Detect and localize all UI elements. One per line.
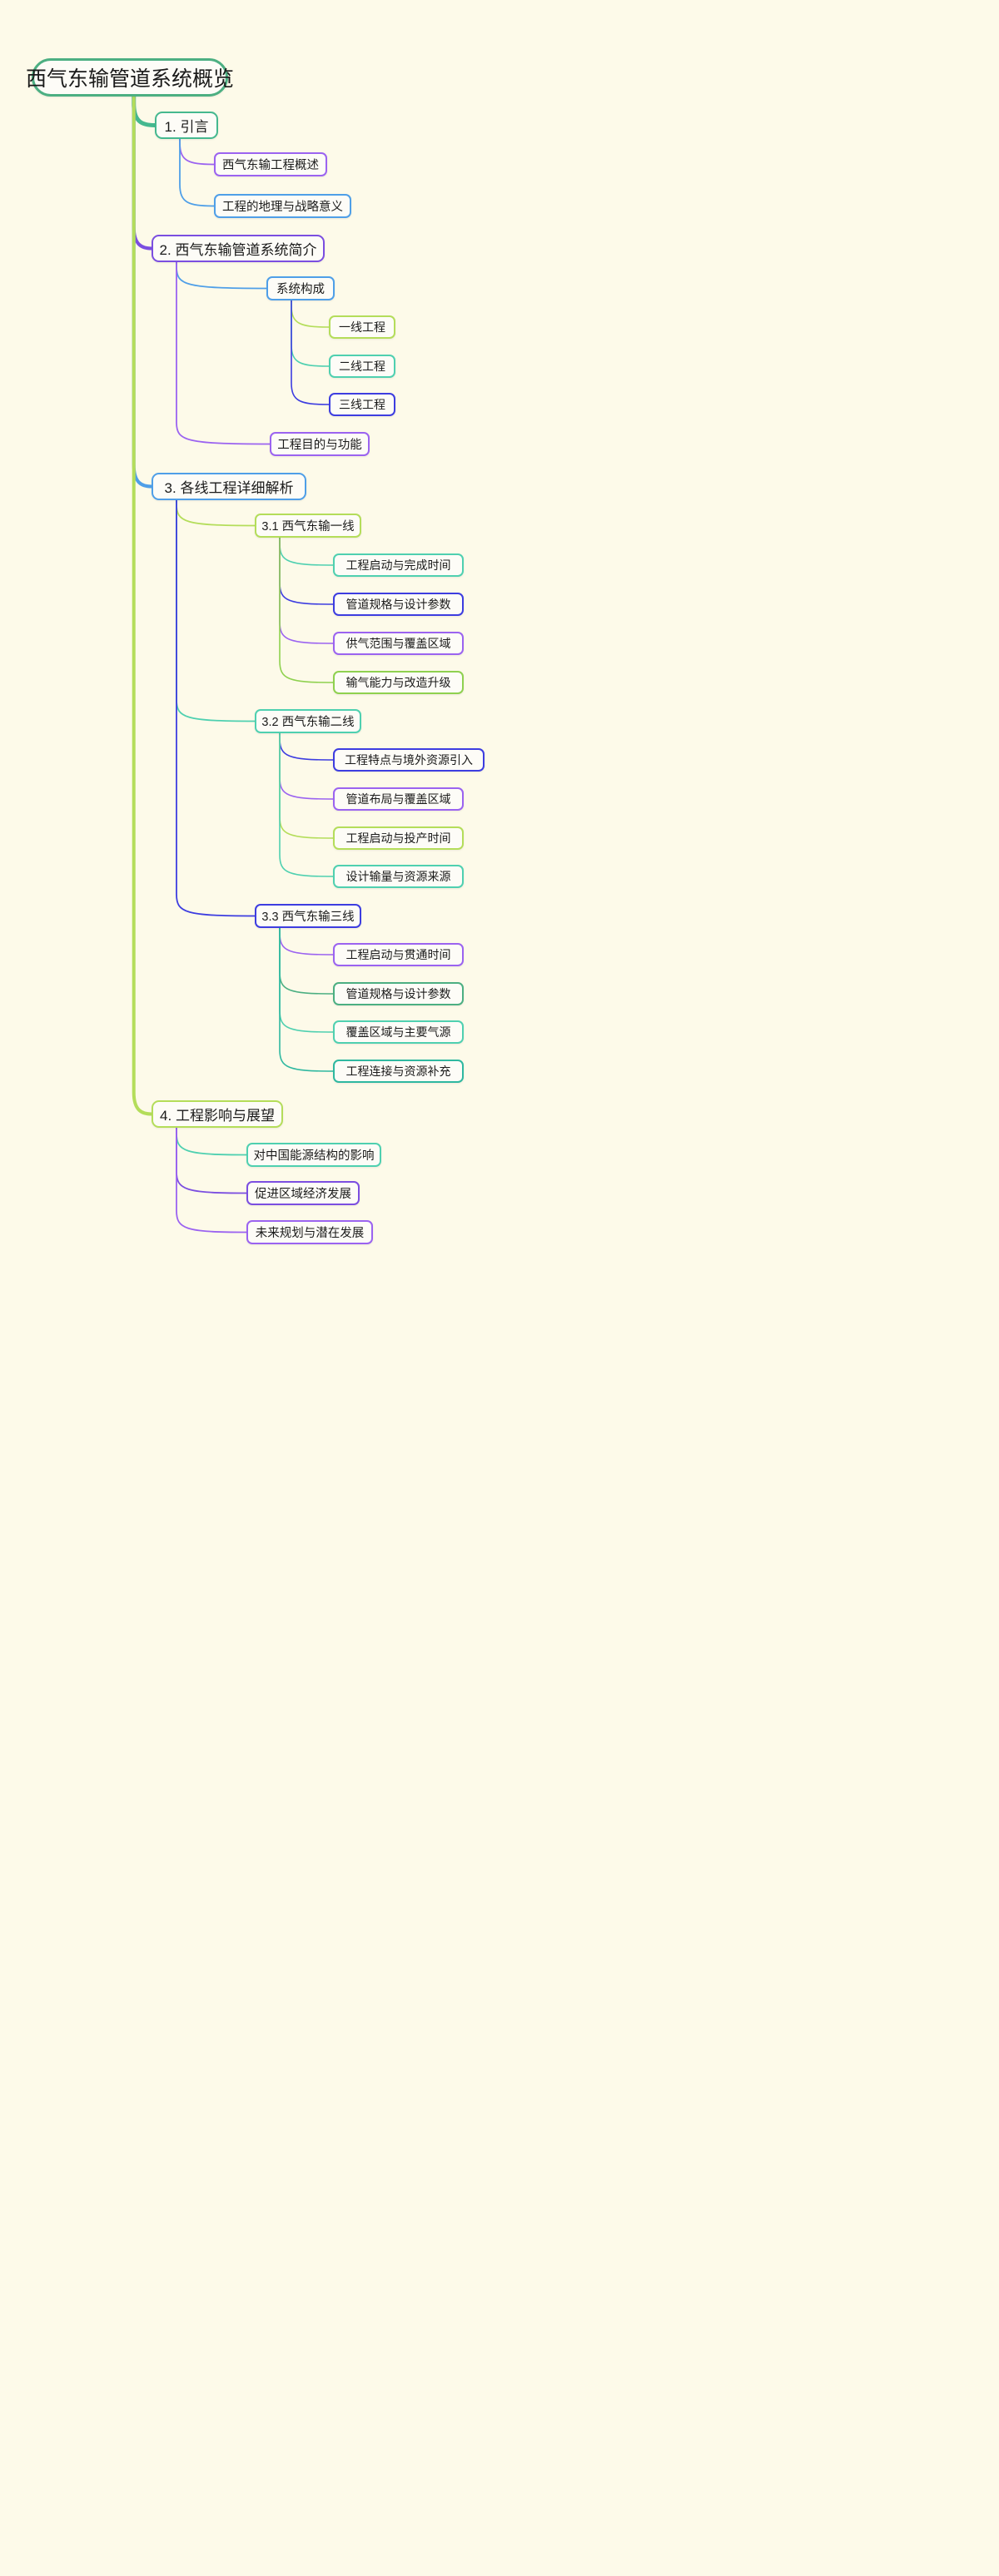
connector-n3_2-to-n3_2c [279,732,334,839]
node-label: 3.1 西气东输一线 [261,520,355,534]
mindmap-node-n2[interactable]: 2. 西气东输管道系统简介 [152,235,325,262]
connector-n3-to-n3_3 [176,499,256,917]
connector-n3_1-to-n3_1d [279,537,334,683]
mindmap-node-n3_3d[interactable]: 工程连接与资源补充 [333,1060,464,1083]
node-label: 4. 工程影响与展望 [160,1108,275,1124]
connector-n3_2-to-n3_2a [279,732,334,761]
node-label: 二线工程 [339,360,385,373]
mindmap-node-n1b[interactable]: 工程的地理与战略意义 [214,194,351,218]
mindmap-node-n3_2d[interactable]: 设计输量与资源来源 [333,865,464,888]
connector-n3-to-n3_1 [176,499,256,527]
mindmap-node-n3_3a[interactable]: 工程启动与贯通时间 [333,943,464,966]
mindmap-node-n4[interactable]: 4. 工程影响与展望 [152,1100,283,1128]
node-label: 工程特点与境外资源引入 [345,753,473,767]
node-label: 管道规格与设计参数 [345,987,451,1000]
connector-n3_3-to-n3_3c [279,927,334,1033]
connector-n4-to-n4a [176,1127,247,1156]
connector-root-to-n1 [132,94,157,127]
mindmap-root-node[interactable]: 西气东输管道系统概览 [26,58,234,97]
connector-n3-to-n3_2 [176,499,256,722]
node-label: 工程启动与完成时间 [345,558,451,572]
node-label: 促进区域经济发展 [255,1188,351,1201]
mindmap-node-n3_3c[interactable]: 覆盖区域与主要气源 [333,1020,464,1044]
mindmap-node-n3_2a[interactable]: 工程特点与境外资源引入 [333,748,485,772]
mindmap-node-n3_1b[interactable]: 管道规格与设计参数 [333,593,464,616]
connector-n3_1-to-n3_1a [279,537,334,566]
mindmap-node-n3[interactable]: 3. 各线工程详细解析 [152,473,306,500]
node-label: 1. 引言 [164,119,209,135]
node-label: 输气能力与改造升级 [345,676,451,689]
connector-n2a-to-n2a1 [291,300,330,328]
connector-n2a-to-n2a2 [291,300,330,367]
node-label: 3.2 西气东输二线 [261,716,355,729]
mindmap-node-n3_1d[interactable]: 输气能力与改造升级 [333,671,464,694]
mindmap-node-n3_2c[interactable]: 工程启动与投产时间 [333,826,464,850]
node-label: 管道布局与覆盖区域 [345,792,451,806]
node-label: 工程的地理与战略意义 [222,201,343,214]
connector-n4-to-n4c [176,1127,247,1233]
mindmap-node-n4a[interactable]: 对中国能源结构的影响 [246,1143,381,1167]
connector-root-to-n4 [132,95,153,1116]
node-label: 未来规划与潜在发展 [255,1227,365,1240]
mindmap-node-n3_1c[interactable]: 供气范围与覆盖区域 [333,632,464,655]
connector-n1-to-n1b [179,138,215,207]
node-label: 系统构成 [276,283,325,296]
mindmap-node-n4c[interactable]: 未来规划与潜在发展 [246,1220,373,1244]
node-label: 供气范围与覆盖区域 [345,637,451,650]
mindmap-node-n2a1[interactable]: 一线工程 [329,315,395,339]
connector-n3_3-to-n3_3b [279,927,334,995]
mindmap-node-n2a3[interactable]: 三线工程 [329,393,395,416]
mindmap-node-n2a[interactable]: 系统构成 [266,276,335,300]
connector-n3_1-to-n3_1c [279,537,334,644]
node-label: 工程连接与资源补充 [345,1065,451,1078]
node-label: 三线工程 [339,398,385,411]
node-label: 西气东输管道系统概览 [26,67,235,91]
node-label: 工程启动与投产时间 [345,831,451,845]
connector-n3_2-to-n3_2d [279,732,334,877]
connector-n2a-to-n2a3 [291,300,330,405]
connector-n3_2-to-n3_2b [279,732,334,800]
node-label: 管道规格与设计参数 [345,598,451,611]
node-label: 一线工程 [339,320,385,334]
connector-n4-to-n4b [176,1127,247,1194]
node-label: 2. 西气东输管道系统简介 [159,242,317,258]
connector-n3_3-to-n3_3a [279,927,334,955]
mindmap-node-n3_1[interactable]: 3.1 西气东输一线 [255,514,361,538]
mindmap-node-n2a2[interactable]: 二线工程 [329,355,395,378]
mindmap-node-n4b[interactable]: 促进区域经济发展 [246,1181,360,1205]
connector-n3_1-to-n3_1b [279,537,334,605]
connector-n3_3-to-n3_3d [279,927,334,1072]
node-label: 覆盖区域与主要气源 [345,1025,451,1039]
mindmap-node-n1[interactable]: 1. 引言 [155,112,218,139]
node-label: 3.3 西气东输三线 [261,911,355,924]
mindmap-node-n3_3b[interactable]: 管道规格与设计参数 [333,982,464,1005]
connector-n2-to-n2b [176,261,271,445]
mindmap-node-n3_2b[interactable]: 管道布局与覆盖区域 [333,787,464,811]
node-label: 工程启动与贯通时间 [345,948,451,961]
connector-root-to-n2 [132,95,153,251]
mindmap-node-n3_2[interactable]: 3.2 西气东输二线 [255,709,361,733]
connector-n1-to-n1a [179,138,215,166]
node-label: 工程目的与功能 [277,439,362,452]
connector-root-to-n3 [132,95,153,489]
node-label: 3. 各线工程详细解析 [164,480,294,496]
mindmap-node-n3_3[interactable]: 3.3 西气东输三线 [255,904,361,928]
mindmap-node-n1a[interactable]: 西气东输工程概述 [214,152,327,176]
node-label: 对中国能源结构的影响 [253,1149,375,1163]
mindmap-node-n2b[interactable]: 工程目的与功能 [270,432,370,456]
mindmap-node-n3_1a[interactable]: 工程启动与完成时间 [333,553,464,577]
connector-n2-to-n2a [176,261,267,290]
node-label: 西气东输工程概述 [222,159,319,172]
node-label: 设计输量与资源来源 [345,870,451,883]
